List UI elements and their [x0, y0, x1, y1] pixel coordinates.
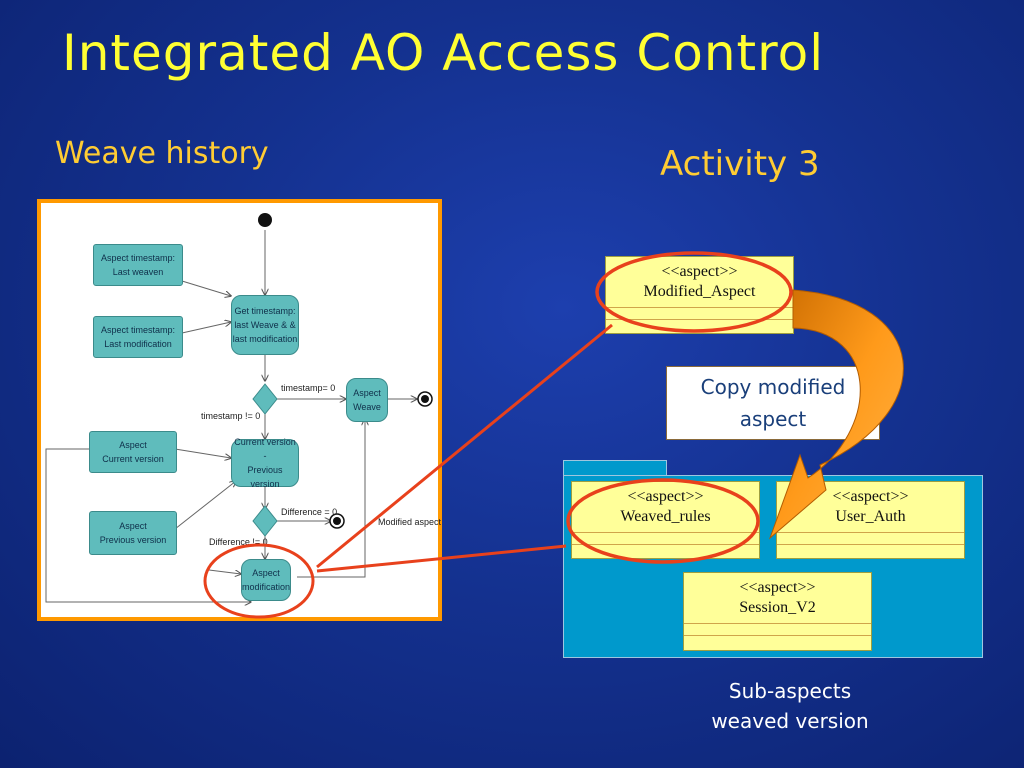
- compartment-divider: [572, 532, 759, 533]
- guard-timestamp-eq-0: timestamp= 0: [281, 383, 336, 393]
- guard-difference-eq-0: Difference = 0: [281, 507, 338, 517]
- weaved-rules-class: <<aspect>> Weaved_rules: [571, 481, 760, 559]
- label-modified-aspect: Modified aspect: [378, 517, 442, 527]
- sub-aspects-label-line-2: weaved version: [711, 709, 869, 733]
- copy-note-line-2: aspect: [739, 407, 807, 431]
- aspect-timestamp-last-modification-node: Aspect timestamp: Last modification: [93, 316, 183, 358]
- aspect-timestamp-last-weaven-node: Aspect timestamp: Last weaven: [93, 244, 183, 286]
- user-auth-class: <<aspect>> User_Auth: [776, 481, 965, 559]
- sub-aspects-label-line-1: Sub-aspects: [728, 679, 852, 703]
- sub-aspects-label: Sub-aspects weaved version: [680, 676, 900, 736]
- weaved-rules-stereotype: <<aspect>>: [627, 488, 704, 505]
- compartment-divider: [606, 307, 793, 308]
- session-v2-name: Session_V2: [739, 599, 816, 616]
- aspect-weave-action: Aspect Weave: [346, 378, 388, 422]
- activity-3-heading: Activity 3: [660, 144, 820, 184]
- guard-difference-ne-0: Difference != 0: [209, 537, 268, 547]
- weave-history-heading: Weave history: [55, 136, 269, 171]
- slide-title: Integrated AO Access Control: [62, 24, 825, 82]
- get-timestamp-action: Get timestamp: last Weave & & last modif…: [231, 295, 299, 355]
- guard-timestamp-ne-0: timestamp != 0: [201, 411, 261, 421]
- user-auth-name: User_Auth: [835, 508, 906, 525]
- compartment-divider: [572, 544, 759, 545]
- modified-aspect-class: <<aspect>> Modified_Aspect: [605, 256, 794, 334]
- compartment-divider: [684, 635, 871, 636]
- modified-aspect-stereotype: <<aspect>>: [661, 263, 738, 280]
- aspect-previous-version-node: Aspect Previous version: [89, 511, 177, 555]
- weaved-rules-name: Weaved_rules: [620, 508, 711, 525]
- current-vs-previous-action: Current version - Previous version: [231, 437, 299, 489]
- modified-aspect-name: Modified_Aspect: [643, 283, 756, 300]
- compartment-divider: [606, 319, 793, 320]
- aspect-current-version-node: Aspect Current version: [89, 431, 177, 473]
- compartment-divider: [777, 544, 964, 545]
- compartment-divider: [777, 532, 964, 533]
- compartment-divider: [684, 623, 871, 624]
- copy-modified-aspect-note: Copy modified aspect: [666, 366, 880, 440]
- session-v2-class: <<aspect>> Session_V2: [683, 572, 872, 651]
- user-auth-stereotype: <<aspect>>: [832, 488, 909, 505]
- weave-history-diagram: Aspect timestamp: Last weaven Aspect tim…: [37, 199, 442, 621]
- copy-note-line-1: Copy modified: [700, 375, 846, 399]
- aspect-modification-action: Aspect modification: [241, 559, 291, 601]
- session-v2-stereotype: <<aspect>>: [739, 579, 816, 596]
